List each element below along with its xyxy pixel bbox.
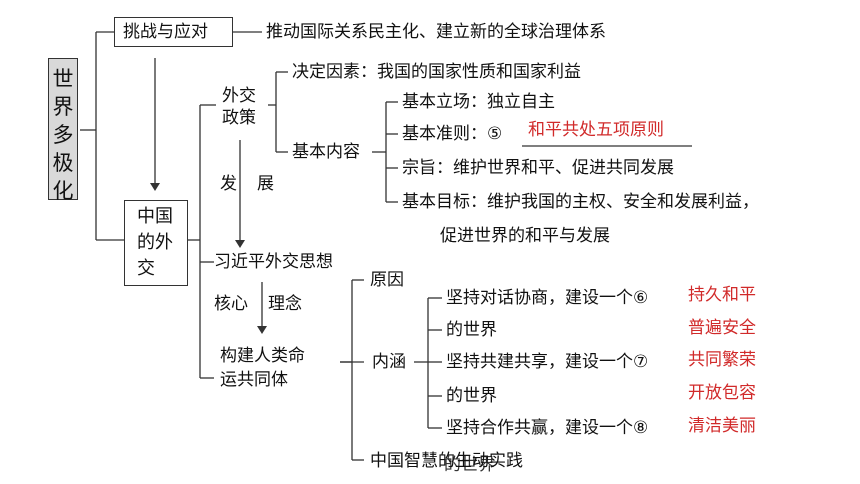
connotation-item: 坚持合作共赢，建设一个⑧	[446, 418, 649, 438]
develop-char-2: 展	[257, 174, 274, 194]
develop-char-1: 发	[220, 174, 237, 194]
purpose: 宗旨：维护世界和平、促进共同发展	[402, 158, 674, 178]
root-node-multipolar: 世 界 多 极 化	[48, 58, 78, 203]
connotation-item: 的世界	[446, 386, 497, 406]
decisive-factor: 决定因素：我国的国家性质和国家利益	[292, 62, 581, 82]
root-char: 多	[52, 123, 74, 147]
basic-position: 基本立场：独立自主	[402, 92, 555, 112]
root-char: 世	[52, 67, 74, 91]
basic-goal: 基本目标：维护我国的主权、安全和发展利益，	[402, 192, 759, 212]
reason-label: 原因	[370, 270, 404, 290]
challenge-node: 挑战与应对	[114, 17, 233, 47]
china-diplomacy-line3: 交	[137, 258, 155, 279]
challenge-label: 挑战与应对	[123, 22, 208, 42]
core-label-1: 核心	[214, 294, 248, 314]
basic-content-label: 基本内容	[292, 142, 360, 162]
answer-6a: 持久和平	[688, 285, 756, 305]
china-diplomacy-line2: 的外	[137, 232, 173, 253]
core-label-2: 理念	[268, 294, 302, 314]
foreign-policy-line2: 政策	[222, 108, 256, 128]
xi-diplomacy-thought: 习近平外交思想	[214, 252, 333, 272]
root-char: 极	[52, 151, 74, 175]
connotation-item: 坚持对话协商，建设一个⑥	[446, 288, 649, 308]
connotation-item: 坚持共建共享，建设一个⑦	[446, 352, 649, 372]
root-char: 界	[52, 95, 74, 119]
china-diplomacy-node: 中国 的外 交	[124, 200, 188, 286]
basic-principle: 基本准则：⑤	[402, 124, 503, 144]
answer-5: 和平共处五项原则	[528, 120, 664, 140]
root-char: 化	[52, 179, 74, 203]
practice-label: 中国智慧的生动实践	[370, 451, 523, 471]
answer-7b: 开放包容	[688, 383, 756, 403]
community-line1: 构建人类命	[220, 346, 305, 366]
answer-6b: 普遍安全	[688, 318, 756, 338]
foreign-policy-line1: 外交	[222, 86, 256, 106]
connotation-item: 的世界	[446, 320, 497, 340]
community-line2: 运共同体	[220, 370, 288, 390]
answer-7a: 共同繁荣	[688, 350, 756, 370]
china-diplomacy-line1: 中国	[137, 206, 173, 227]
answer-8a: 清洁美丽	[688, 416, 756, 436]
overlap-text: 的世界	[444, 455, 495, 475]
challenge-description: 推动国际关系民主化、建立新的全球治理体系	[266, 22, 606, 42]
connotation-label: 内涵	[372, 352, 406, 372]
basic-goal-cont: 促进世界的和平与发展	[440, 226, 610, 246]
